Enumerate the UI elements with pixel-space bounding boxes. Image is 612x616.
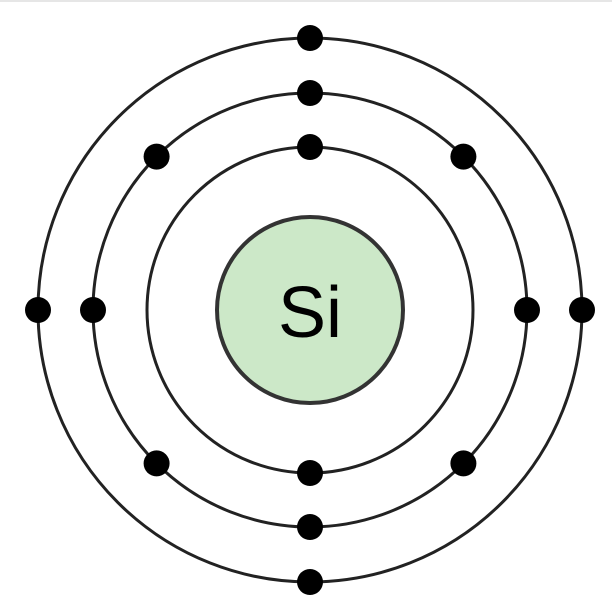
nucleus: [215, 215, 405, 405]
electron-shell-2-1: [297, 80, 323, 106]
electron-shell-3-3: [569, 297, 595, 323]
electron-shell-2-8: [450, 450, 477, 477]
electron-shell-3-4: [25, 297, 51, 323]
electron-shell-2-6: [143, 143, 170, 170]
element-symbol: Si: [278, 273, 342, 353]
electron-shell-3-2: [297, 569, 323, 595]
electron-shell-2-4: [80, 297, 106, 323]
electron-shell-1-2: [297, 460, 323, 486]
electron-shell-3-1: [297, 25, 323, 51]
electron-shell-2-7: [143, 450, 170, 477]
electrons: [25, 25, 595, 595]
electron-shell-2-5: [450, 143, 477, 170]
electron-shell-2-2: [297, 514, 323, 540]
top-divider: [0, 0, 612, 2]
electron-shell-1-1: [297, 134, 323, 160]
electron-shell-2-3: [514, 297, 540, 323]
